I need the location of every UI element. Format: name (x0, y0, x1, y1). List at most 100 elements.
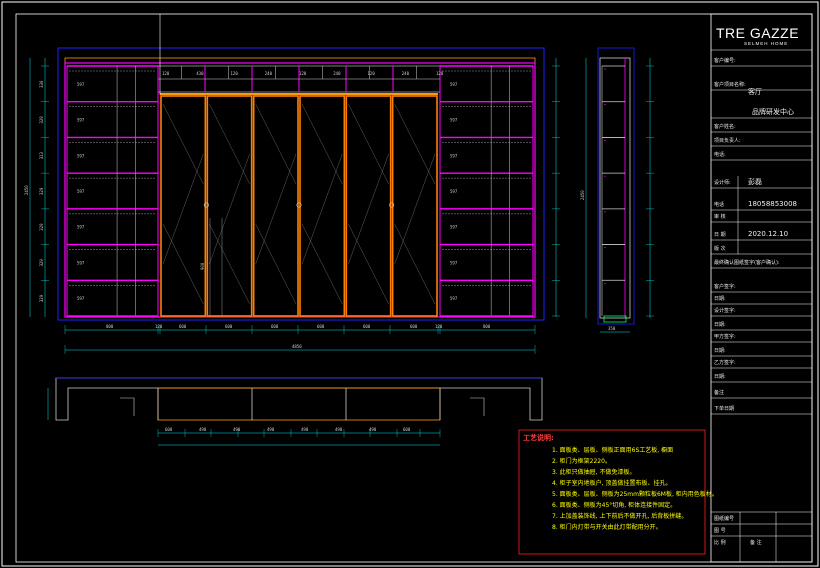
side-shelves (601, 65, 625, 316)
top-cabinet-label: 120 (162, 71, 170, 76)
tb-label: 甲方签字: (714, 333, 736, 340)
title-block-frame (710, 13, 813, 563)
glass-reflection (209, 103, 250, 185)
tb-label: 日期: (714, 322, 726, 328)
tb-label: 电话: (714, 151, 726, 158)
title-block: TRE GAZZE SELMEH HOME 客户编号:客户项目名称:客厅品牌研发… (710, 13, 813, 563)
plan-bracket (470, 397, 485, 416)
tb-label: 备注 (714, 389, 724, 396)
tb-label: 客户编号: (714, 57, 736, 64)
shelf-label: 597 (450, 82, 458, 87)
tb-label: 电话 (714, 201, 724, 208)
top-cabinet-label: 120 (299, 71, 307, 76)
tb-label: 设计师: (714, 179, 731, 186)
glass-reflection (348, 103, 389, 185)
door-handle (389, 202, 395, 208)
side-cabinet (599, 57, 631, 319)
row-height-label: 330 (39, 80, 44, 88)
tb-label: 客户姓名: (714, 123, 736, 130)
glass-reflection (394, 223, 436, 305)
brand-logo: TRE GAZZE (716, 25, 799, 41)
tb-value: 彭磊 (748, 177, 762, 186)
bottom-dim-label: 600 (410, 324, 418, 329)
tb-label: 项目负责人: (714, 137, 741, 144)
tb-label: 乙方签字: (714, 359, 736, 366)
shelf-label: 597 (77, 118, 85, 123)
plan-dim-label: 490 (233, 427, 241, 432)
glass-doors: 900 (160, 93, 438, 317)
tb-footer-label: 图纸编号 (714, 515, 734, 522)
note-item: 6. 面板类、侧板为45°切角, 柜体连接件固定。 (552, 501, 676, 509)
plan-dim-label: 490 (267, 427, 275, 432)
wall-outline (57, 47, 545, 321)
shelf-label: 597 (77, 82, 85, 87)
row-height-label: 329 (39, 223, 44, 231)
glass-reflection (301, 153, 343, 265)
side-blue-outline (597, 47, 635, 325)
tb-label: 日期: (714, 296, 726, 302)
tb-label: 下单日期 (714, 405, 734, 412)
top-cabinet-label: 240 (333, 71, 341, 76)
notes-frame (518, 429, 706, 555)
side-plinth (603, 315, 627, 323)
row-height-label: 329 (39, 294, 44, 302)
glass-reflection (394, 153, 436, 265)
shelf-label: 597 (450, 225, 458, 230)
glass-reflection (209, 153, 250, 265)
note-item: 4. 柜子室内地板户, 顶盖做挂置布板、挂孔。 (552, 479, 671, 487)
tb-label: 客户签字: (714, 283, 736, 290)
crown-molding (64, 57, 536, 64)
glass-door-panel (252, 95, 299, 317)
glass-reflection (394, 103, 436, 185)
row-height-label: 329 (39, 116, 44, 124)
plan-wall (55, 377, 543, 421)
tb-label: 版 次 (714, 245, 726, 252)
shelf-label: 597 (450, 260, 458, 265)
glass-reflection (162, 153, 204, 265)
glass-reflection (255, 153, 297, 265)
row-height-label: 329 (39, 259, 44, 267)
door-dim-label: 900 (200, 262, 205, 270)
cabinet-outline (64, 62, 536, 318)
shelf-label: 597 (450, 296, 458, 301)
tb-label: 客户项目名称: (714, 81, 746, 88)
glass-reflection (162, 223, 204, 305)
plan-dim-label: 490 (301, 427, 309, 432)
glass-door-panel (206, 95, 253, 317)
glass-reflection (162, 103, 204, 185)
top-cabinet-label: 430 (196, 71, 204, 76)
shelf-label: 597 (450, 153, 458, 158)
plan-cabinet (157, 387, 441, 421)
top-cabinet-label: 240 (402, 71, 410, 76)
tb-label: 审 核 (714, 213, 726, 220)
tb-label: 最终确认图纸签字(客户确认): (714, 259, 780, 266)
shelf-label: 597 (77, 260, 85, 265)
glass-door-panel (345, 95, 392, 317)
glass-door-panel (299, 95, 346, 317)
glass-reflection (301, 103, 343, 185)
tb-value: 客厅 (748, 87, 762, 96)
tb-value: 18058853008 (748, 200, 797, 208)
note-item: 1. 面板类、层板、侧板正面用6S工艺板, 橱面 (552, 446, 673, 454)
plan-dim-label: 490 (199, 427, 207, 432)
note-item: 3. 此柜只做抽屉, 不做免漆板。 (552, 468, 635, 476)
tb-label: 日 期 (714, 232, 726, 238)
row-height-label: 313 (39, 151, 44, 159)
notes-title: 工艺说明: (523, 433, 554, 442)
shelf-label: 597 (77, 189, 85, 194)
glass-reflection (348, 153, 389, 265)
tb-value: 品牌研发中心 (752, 107, 794, 116)
shelf-label: 597 (450, 189, 458, 194)
top-cabinet-label: 120 (231, 71, 239, 76)
side-depth-label: 350 (608, 326, 616, 331)
plan-bracket (120, 397, 135, 416)
plan-dim-label: 490 (369, 427, 377, 432)
overall-width-label: 4850 (292, 344, 302, 349)
